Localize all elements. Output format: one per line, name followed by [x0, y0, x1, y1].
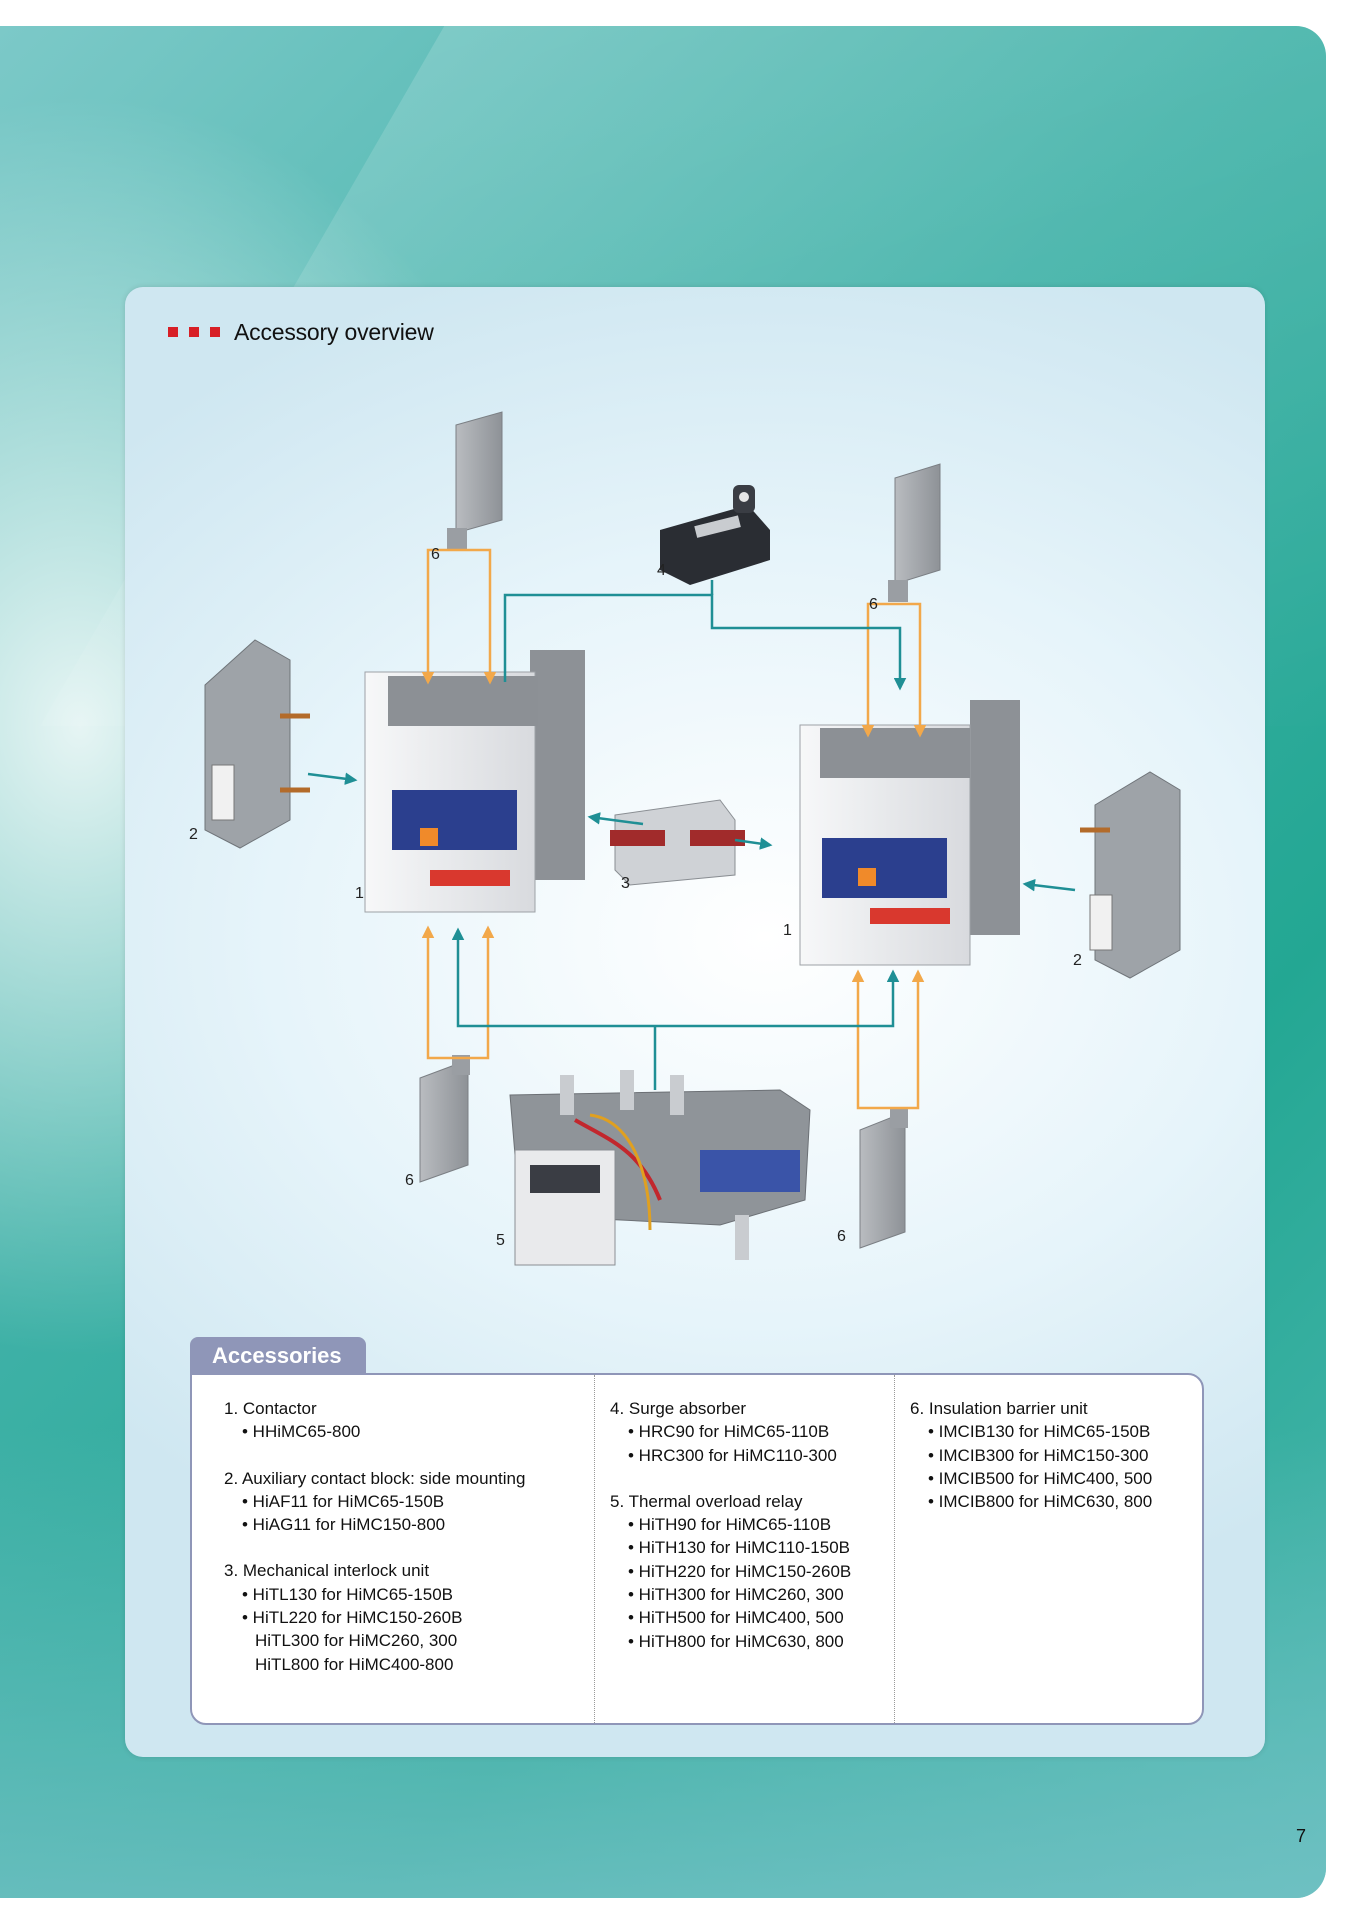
accessory-group-surge-absorber: 4. Surge absorber • HRC90 for HiMC65-110…: [610, 1397, 890, 1467]
section-header: Accessory overview: [168, 315, 434, 349]
callout-4: 4: [657, 562, 666, 579]
list-item: • IMCIB500 for HiMC400, 500: [928, 1468, 1153, 1488]
list-item: • HiTH220 for HiMC150-260B: [628, 1561, 852, 1581]
list-item: • HRC300 for HiMC110-300: [628, 1445, 837, 1465]
accessory-group-auxiliary-contact-block: 2. Auxiliary contact block: side mountin…: [224, 1467, 584, 1537]
surge-absorber: [660, 485, 770, 585]
list-item: • HiAG11 for HiMC150-800: [242, 1515, 446, 1535]
group-heading: 3. Mechanical interlock unit: [224, 1561, 430, 1581]
callout-6-bottom-left: 6: [405, 1172, 414, 1189]
list-item: • IMCIB300 for HiMC150-300: [928, 1445, 1149, 1465]
group-heading: 5. Thermal overload relay: [610, 1491, 803, 1511]
auxiliary-contact-block-right: [1080, 771, 1181, 979]
insulation-barrier-top-right: [888, 463, 941, 602]
callout-1-right: 1: [783, 922, 792, 939]
callout-5: 5: [496, 1232, 505, 1249]
list-item: • HiTH500 for HiMC400, 500: [628, 1608, 844, 1628]
insulation-barrier-bottom-right: [859, 1108, 908, 1249]
section-title: Accessory overview: [234, 318, 434, 345]
contactor-left: [364, 650, 585, 913]
group-heading: 4. Surge absorber: [610, 1399, 747, 1418]
accessories-tab: Accessories: [190, 1337, 366, 1375]
list-item: • IMCIB130 for HiMC65-150B: [928, 1422, 1151, 1442]
column-separator: [894, 1375, 895, 1723]
callout-3: 3: [621, 875, 630, 892]
teal-arrows: [307, 580, 1076, 1090]
red-square-bullets-icon: [168, 327, 220, 337]
column-separator: [594, 1375, 595, 1723]
accessory-group-mechanical-interlock: 3. Mechanical interlock unit • HiTL130 f…: [224, 1559, 584, 1675]
list-item: • HiTH800 for HiMC630, 800: [628, 1631, 844, 1651]
accessories-column-1: 1. Contactor • HHiMC65-800 2. Auxiliary …: [224, 1397, 584, 1699]
list-item: • IMCIB800 for HiMC630, 800: [928, 1492, 1153, 1512]
group-heading: 2. Auxiliary contact block: side mountin…: [224, 1468, 526, 1488]
callout-2-left: 2: [189, 826, 198, 843]
list-item: HiTL800 for HiMC400-800: [255, 1654, 454, 1674]
callout-6-top-left: 6: [431, 546, 440, 563]
list-item: • HiAF11 for HiMC65-150B: [242, 1491, 445, 1511]
insulation-barrier-bottom-left: [419, 1055, 470, 1183]
insulation-barrier-top-left: [447, 411, 503, 550]
contactor-right: [799, 700, 1020, 966]
accessories-box: 1. Contactor • HHiMC65-800 2. Auxiliary …: [190, 1373, 1204, 1725]
list-item: • HiTL220 for HiMC150-260B: [242, 1608, 463, 1628]
mechanical-interlock-unit: [610, 799, 745, 886]
list-item: HiTL300 for HiMC260, 300: [255, 1631, 458, 1651]
accessory-group-thermal-overload-relay: 5. Thermal overload relay • HiTH90 for H…: [610, 1490, 890, 1653]
callout-2-right: 2: [1073, 952, 1082, 969]
auxiliary-contact-block-left: [204, 639, 310, 849]
accessories-column-3: 6. Insulation barrier unit • IMCIB130 fo…: [910, 1397, 1190, 1536]
accessories-column-2: 4. Surge absorber • HRC90 for HiMC65-110…: [610, 1397, 890, 1676]
list-item: • HHiMC65-800: [242, 1422, 361, 1442]
list-item: • HiTH130 for HiMC110-150B: [628, 1538, 850, 1558]
accessory-group-insulation-barrier: 6. Insulation barrier unit • IMCIB130 fo…: [910, 1397, 1190, 1513]
callout-1-left: 1: [355, 885, 364, 902]
list-item: • HiTL130 for HiMC65-150B: [242, 1584, 453, 1604]
list-item: • HiTH300 for HiMC260, 300: [628, 1585, 844, 1605]
group-heading: 6. Insulation barrier unit: [910, 1399, 1088, 1418]
list-item: • HiTH90 for HiMC65-110B: [628, 1515, 832, 1535]
thermal-overload-relay: [509, 1070, 811, 1266]
callout-6-top-right: 6: [869, 596, 878, 613]
callout-6-bottom-right: 6: [837, 1228, 846, 1245]
list-item: • HRC90 for HiMC65-110B: [628, 1422, 830, 1442]
page-number: 7: [1296, 1826, 1307, 1846]
group-heading: 1. Contactor: [224, 1399, 317, 1418]
accessory-group-contactor: 1. Contactor • HHiMC65-800: [224, 1397, 584, 1444]
